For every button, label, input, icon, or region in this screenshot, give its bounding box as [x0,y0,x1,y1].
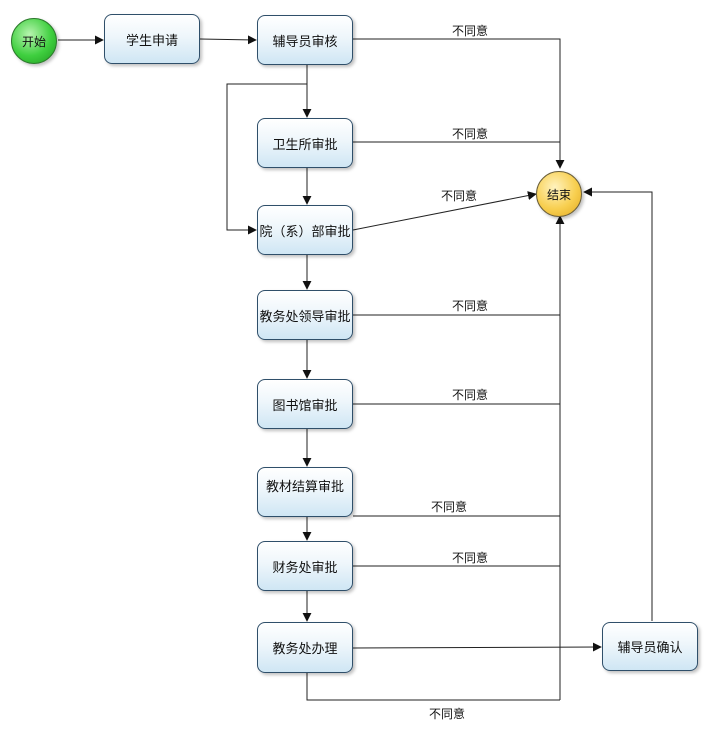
counselor-review-node[interactable]: 辅导员审核 [257,15,353,65]
edge-confirm-to-end [583,187,653,621]
counselor-confirm-node[interactable]: 辅导员确认 [602,622,698,671]
counselor-disagree-label: 不同意 [452,24,489,38]
finance-disagree-label: 不同意 [452,551,489,565]
student-apply-label: 学生申请 [125,33,178,49]
library-disagree-label: 不同意 [452,388,489,402]
finance-approve-label: 财务处审批 [272,560,338,576]
counselor-review-label: 辅导员审核 [272,34,338,50]
finance-approve-node[interactable]: 财务处审批 [257,541,353,591]
academic-handle-disagree-label: 不同意 [429,707,466,721]
edge-apply-to-counselor [199,35,257,45]
library-approve-label: 图书馆审批 [272,398,338,414]
start-node[interactable]: 开始 [11,18,57,64]
academic-leader-approve-node[interactable]: 教务处领导审批 [257,290,353,340]
department-approve-label: 院（系）部审批 [259,224,351,240]
academic-leader-approve-label: 教务处领导审批 [259,309,351,325]
textbook-settle-approve-label: 教材结算审批 [265,480,344,495]
department-approve-node[interactable]: 院（系）部审批 [257,205,353,255]
clinic-approve-node[interactable]: 卫生所审批 [257,118,353,168]
start-node-label: 开始 [21,34,46,49]
library-approve-node[interactable]: 图书馆审批 [257,379,353,429]
edge-handle-disagree [306,673,560,701]
academic-handle-node[interactable]: 教务处办理 [257,622,353,673]
textbook-settle-approve-node[interactable]: 教材结算审批 [257,467,353,517]
academic-handle-label: 教务处办理 [272,642,338,657]
end-node[interactable]: 结束 [536,171,582,217]
counselor-confirm-label: 辅导员确认 [617,641,683,656]
edge-counselor-disagree [353,38,565,169]
clinic-approve-label: 卫生所审批 [272,137,338,153]
edge-department-disagree [352,191,537,231]
academic-leader-disagree-label: 不同意 [452,299,489,313]
department-disagree-label: 不同意 [441,189,478,203]
student-apply-node[interactable]: 学生申请 [104,14,200,64]
end-node-label: 结束 [546,187,571,202]
edge-handle-to-confirm [352,642,602,652]
textbook-disagree-label: 不同意 [431,500,468,514]
clinic-disagree-label: 不同意 [452,127,489,141]
edge-counselor-skip-to-department [226,83,307,235]
